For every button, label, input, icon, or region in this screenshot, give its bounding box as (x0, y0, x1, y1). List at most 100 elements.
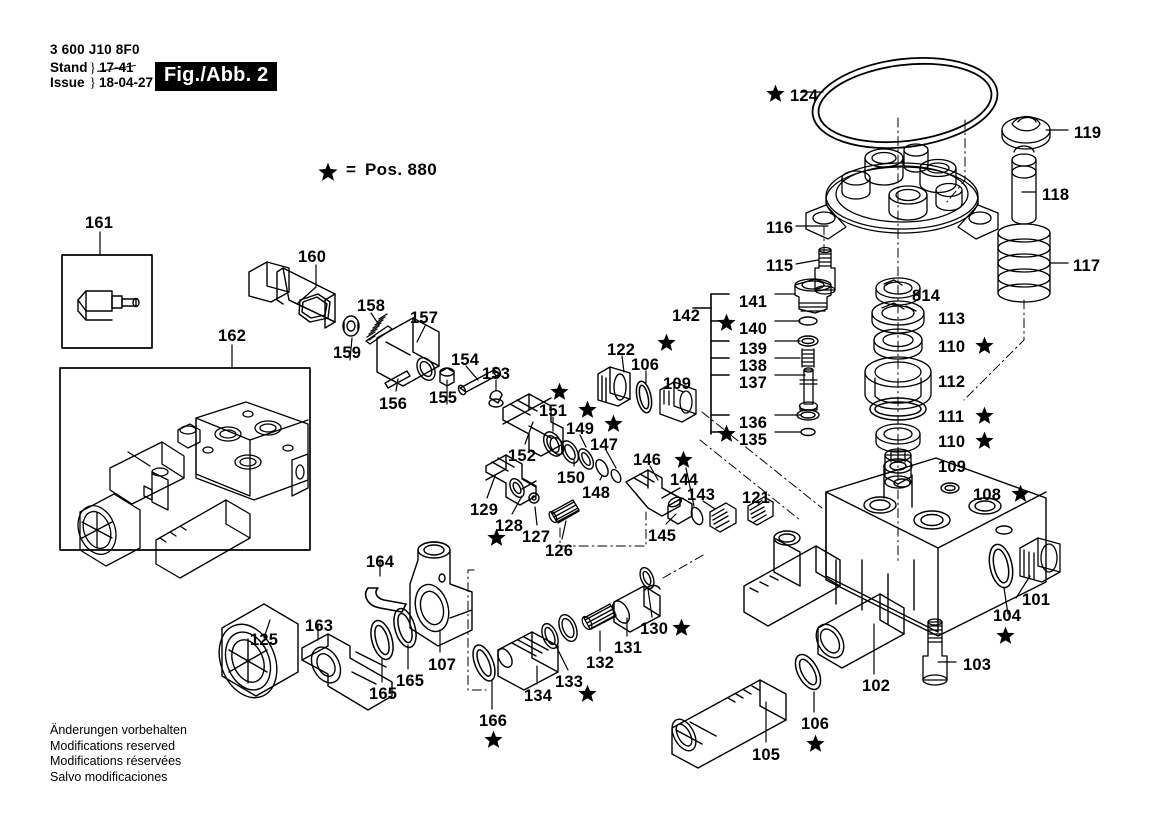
star-icon-110 (975, 431, 994, 450)
callout-133: 133 (555, 673, 584, 691)
part-149-washer (577, 448, 595, 470)
disclaimer-block: Änderungen vorbehalten Modifications res… (50, 723, 187, 785)
callout-158: 158 (357, 297, 386, 315)
star-icon-110 (975, 336, 994, 355)
callout-128: 128 (495, 517, 524, 535)
part-165-oring-b (393, 607, 417, 649)
callout-138: 138 (739, 357, 768, 375)
callout-112: 112 (938, 373, 966, 391)
assembly-axis-lines (467, 117, 1025, 691)
callout-144: 144 (670, 471, 699, 489)
callout-106: 106 (631, 356, 660, 374)
part-109-valve-upper (659, 381, 697, 423)
callout-148: 148 (582, 484, 611, 502)
callout-116: 116 (766, 219, 794, 237)
star-icon-104 (996, 626, 1015, 645)
callout-132: 132 (586, 654, 615, 672)
star-icon-124 (766, 84, 785, 103)
part-127-ball (528, 492, 540, 504)
part-122-nut (597, 366, 631, 407)
callout-126: 126 (545, 542, 574, 560)
disclaimer-es: Salvo modificaciones (50, 769, 168, 784)
part-148-oring (595, 459, 609, 477)
callout-119: 119 (1074, 124, 1102, 142)
part-139-oring (797, 335, 819, 347)
part-104-oring (988, 543, 1014, 589)
callout-135: 135 (739, 431, 768, 449)
part-154-tube (457, 366, 502, 396)
callout-109: 109 (938, 458, 967, 476)
part-105-nozzle (671, 679, 787, 769)
main-pump-body (743, 457, 1047, 669)
star-icon-128 (487, 528, 506, 547)
part-115-bolt (814, 246, 836, 295)
star-icon-144 (674, 450, 693, 469)
callout-115: 115 (766, 257, 794, 275)
part-143-plug (709, 502, 737, 533)
star-icon-133 (578, 684, 597, 703)
figure-badge: Fig./Abb. 2 (155, 62, 278, 91)
part-155-plug (439, 367, 455, 387)
star-icon-140 (717, 313, 736, 332)
callout-166: 166 (479, 712, 508, 730)
callout-118: 118 (1042, 186, 1070, 204)
callout-147: 147 (590, 436, 619, 454)
callout-leader-lines (99, 91, 1069, 743)
part-107-elbow (409, 541, 473, 647)
part-164-clip (364, 587, 407, 613)
legend-position-text: Pos. 880 (364, 160, 438, 179)
disclaimer-en: Modifications reserved (50, 738, 176, 753)
disclaimer-de: Änderungen vorbehalten (50, 723, 187, 737)
star-icon-106 (806, 734, 825, 753)
callout-103: 103 (963, 656, 992, 674)
callout-125: 125 (250, 631, 279, 649)
part-103-bolt (922, 618, 948, 686)
callout-145: 145 (648, 527, 677, 545)
callout-140: 140 (739, 320, 768, 338)
callout-102: 102 (862, 677, 891, 695)
part-144-oring (690, 506, 704, 526)
callout-121: 121 (742, 489, 771, 507)
callout-149: 149 (566, 420, 595, 438)
star-icon-147 (604, 414, 623, 433)
part-121-set-screw (747, 496, 774, 526)
part-166-oring (472, 644, 496, 682)
part-132-spring (581, 603, 617, 631)
callout-110: 110 (938, 433, 966, 451)
callout-137: 137 (739, 374, 768, 392)
part-126-spring (548, 499, 580, 524)
star-icon-111 (975, 406, 994, 425)
part-159-washer (342, 315, 360, 337)
part-165-oring-a (370, 619, 394, 661)
callout-155: 155 (429, 389, 458, 407)
part-156-pin (384, 370, 411, 389)
part-160-coupler (248, 261, 336, 329)
star-icon-166 (484, 730, 503, 749)
callout-156: 156 (379, 395, 408, 413)
callout-108: 108 (973, 486, 1002, 504)
star-icon-122 (657, 333, 676, 352)
callout-113: 113 (938, 310, 966, 328)
callout-111: 111 (938, 408, 965, 426)
part-151-washer (542, 431, 564, 457)
callout-136: 136 (739, 414, 768, 432)
label-stand: Stand (50, 60, 88, 75)
bracket-leaders (774, 293, 806, 433)
part-153-cone (488, 390, 504, 408)
inset-box-162 (59, 367, 311, 551)
callout-131: 131 (614, 639, 643, 657)
part-152-valve-body (502, 393, 565, 457)
part-140-oring (798, 316, 818, 326)
part-147-oring (610, 468, 622, 484)
part-138-spring (801, 348, 815, 368)
callout-159: 159 (333, 344, 362, 362)
disclaimer-fr: Modifications réservées (50, 754, 182, 768)
part-106-oring-upper (635, 380, 653, 414)
callout-101: 101 (1022, 591, 1051, 609)
stand-date-struck: 17-41 (99, 60, 134, 75)
part-119-retainer (1001, 115, 1051, 150)
part-133-washer-b (558, 613, 578, 643)
callout-165: 165 (369, 685, 398, 703)
part-134-valve (497, 631, 559, 691)
